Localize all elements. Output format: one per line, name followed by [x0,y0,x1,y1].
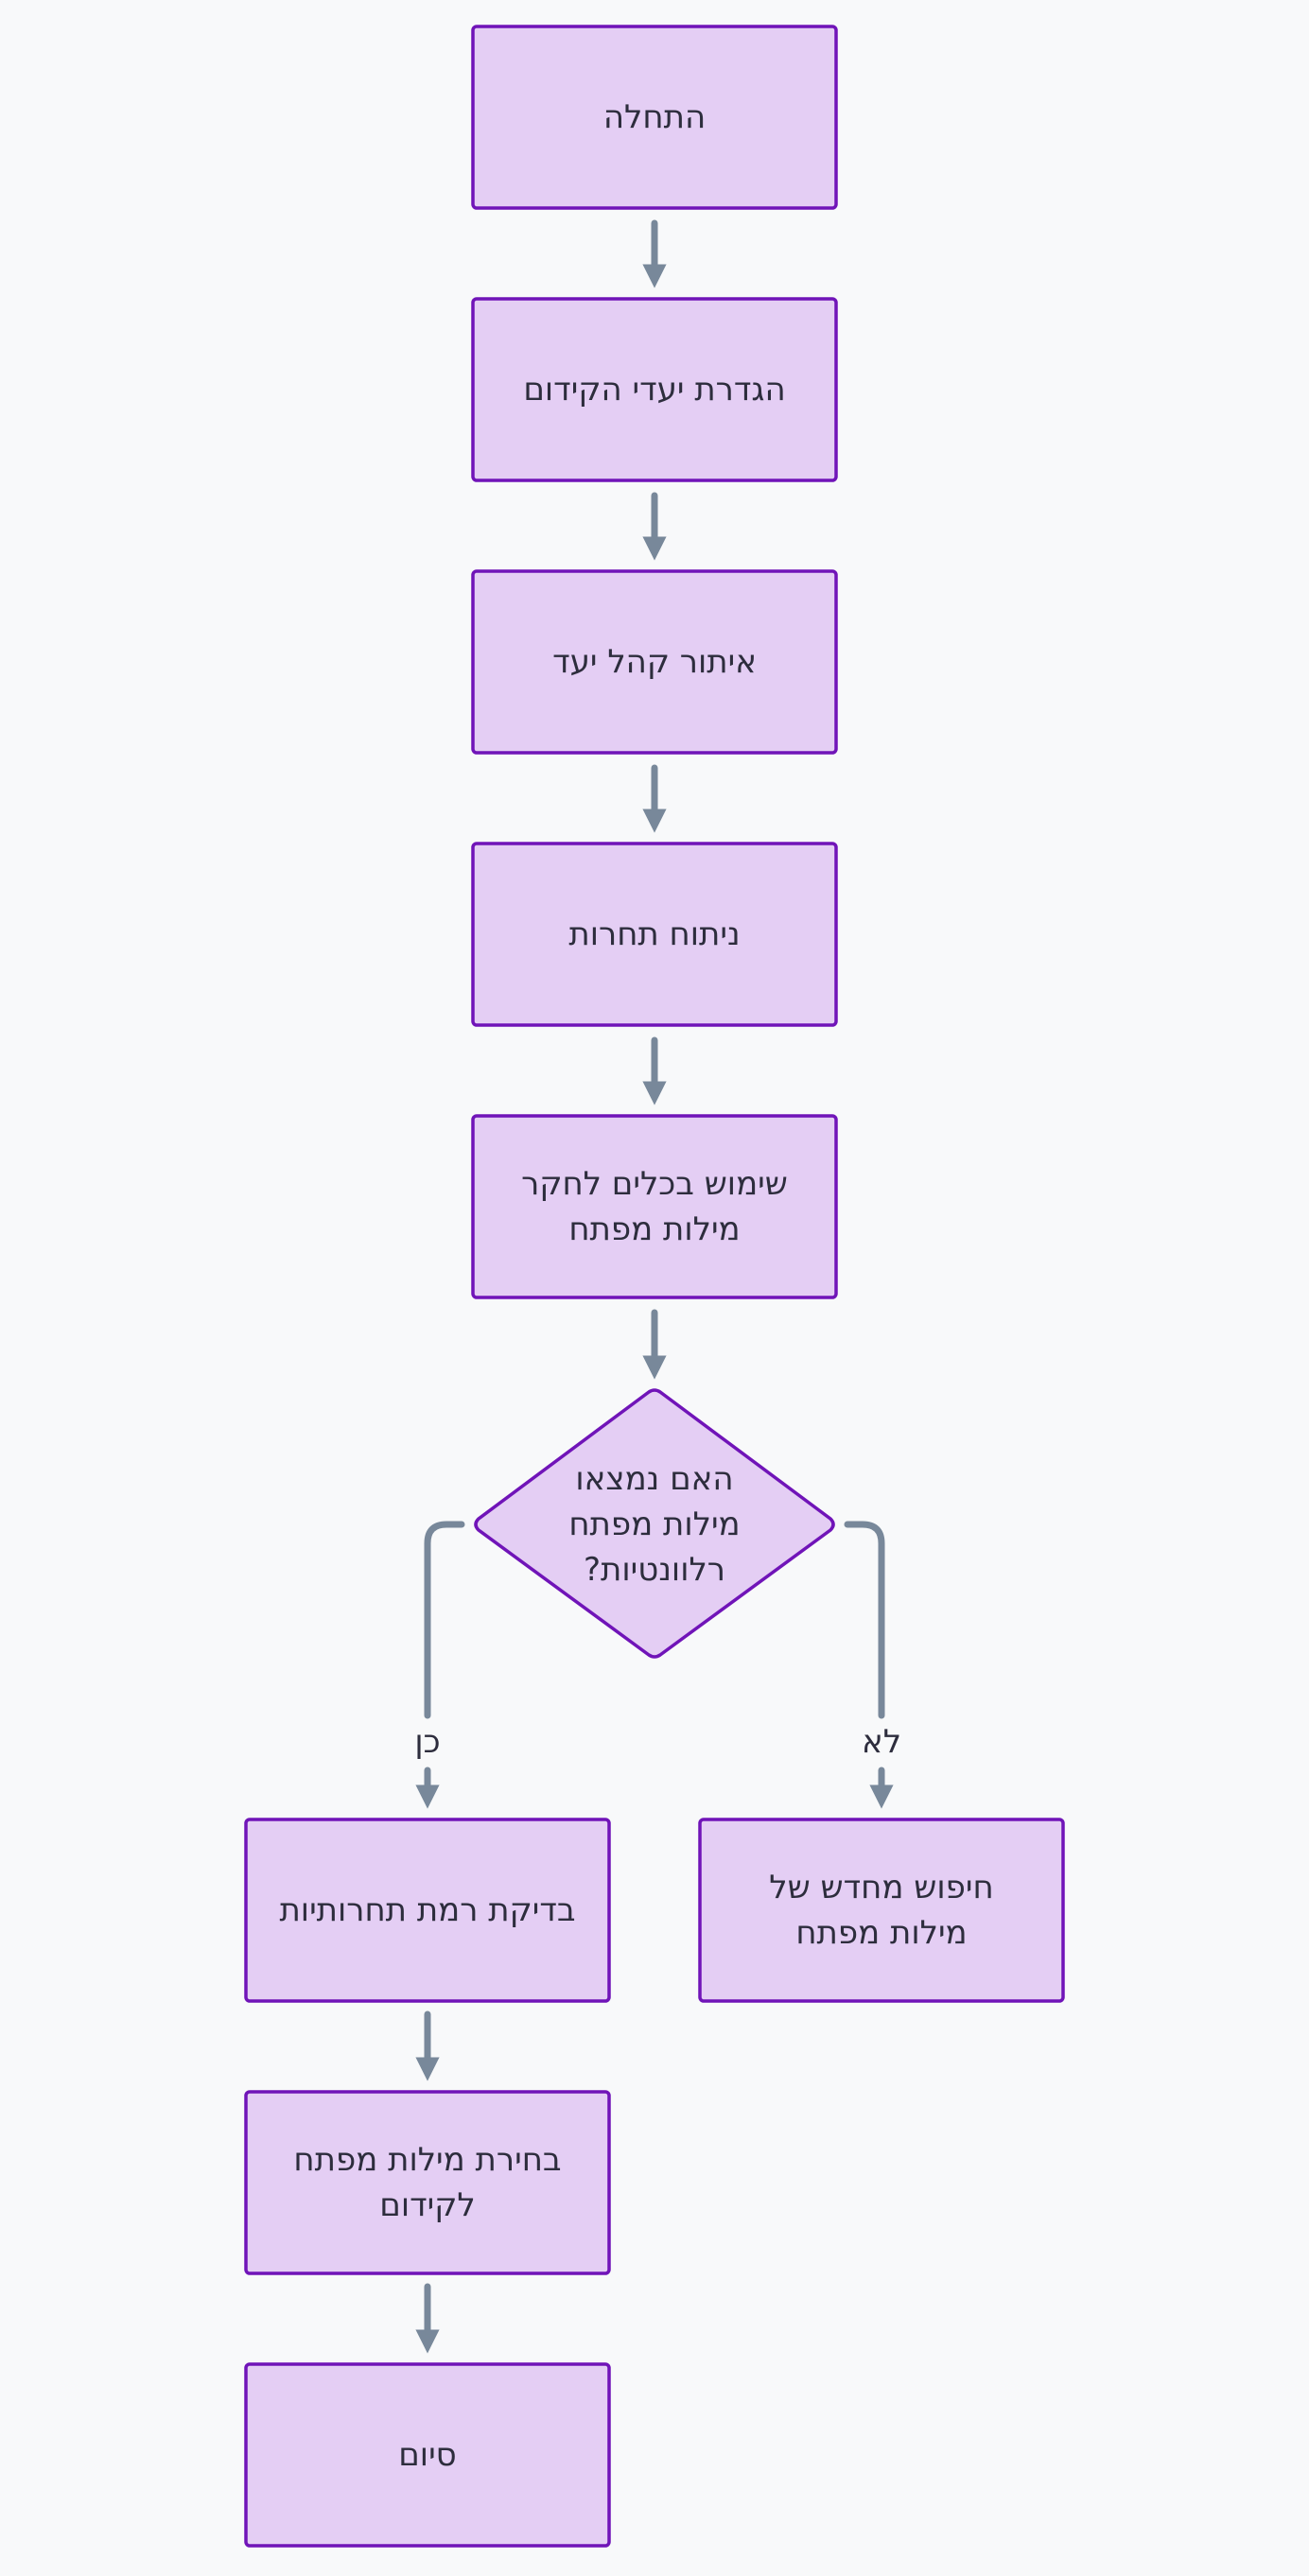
node-target-audience-box [471,569,838,755]
node-define-goals: הגדרת יעדי הקידום [523,371,786,409]
node-keyword-tools-box [471,1114,838,1299]
node-keyword-tools: שימוש בכלים לחקר מילות מפתח [521,1165,788,1248]
node-decision: האם נמצאו מילות מפתח רלוונטיות? [568,1460,741,1589]
node-start-box [471,25,838,210]
node-competition-analysis-box [471,842,838,1027]
node-research-again: חיפוש מחדש של מילות מפתח [769,1869,994,1952]
node-decision-diamond [474,1388,835,1659]
edge-decision-no-branch [844,1521,885,1719]
edge-label-no: לא [861,1723,902,1761]
edge-label-yes: כן [414,1723,441,1761]
node-check-competition-box [244,1818,611,2003]
node-end: סיום [398,2436,457,2474]
node-define-goals-box [471,297,838,482]
node-target-audience: איתור קהל יעד [552,643,757,681]
node-end-box [244,2362,611,2548]
node-choose-keywords-box [244,2090,611,2275]
node-choose-keywords: בחירת מילות מפתח לקידום [293,2141,562,2224]
node-start: התחלה [602,98,707,136]
edge-decision-yes-branch [424,1521,465,1719]
node-check-competition: בדיקת רמת תחרותיות [279,1891,576,1929]
node-competition-analysis: ניתוח תחרות [568,915,741,953]
node-research-again-box [698,1818,1065,2003]
